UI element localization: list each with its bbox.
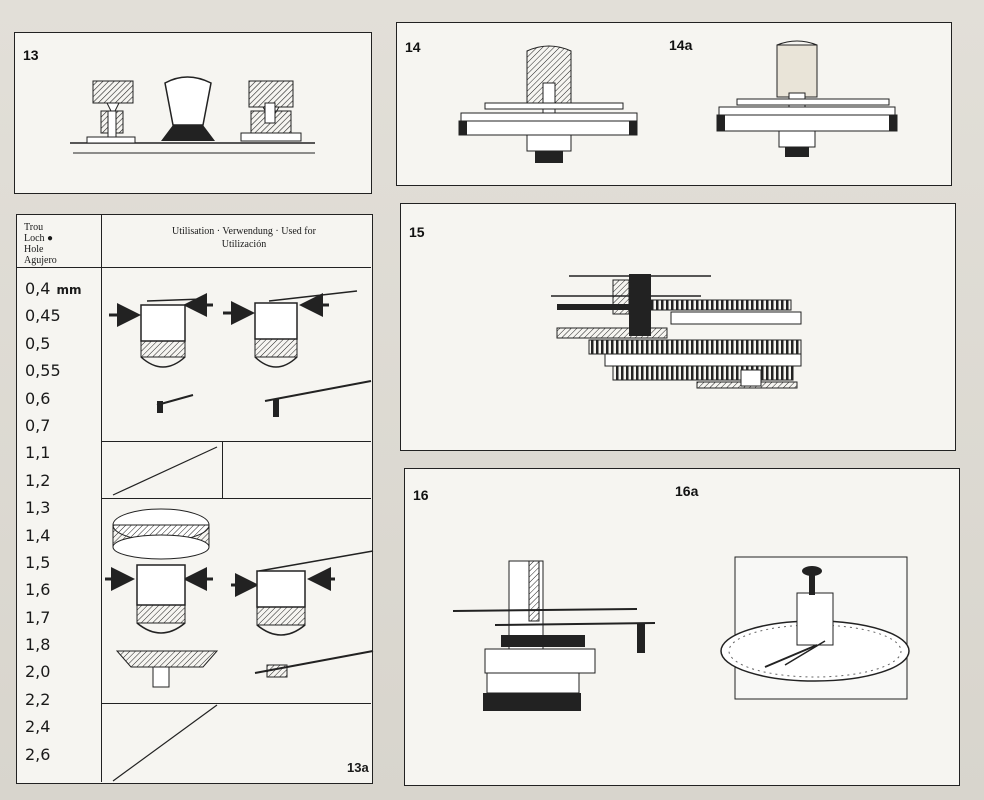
hole-size: 0,5: [25, 333, 51, 353]
size-unit: mm: [56, 283, 82, 297]
hole-size: 1,3: [25, 498, 51, 518]
table-header-hole: Trou Loch ● Hole Agujero: [24, 222, 57, 266]
table-divider: [17, 267, 371, 269]
row3-right-tool: [231, 550, 374, 678]
figure-16-illustration: [452, 556, 910, 711]
hole-size: 0,6: [25, 388, 51, 408]
hole-size: 1,5: [25, 552, 51, 572]
hole-size: 0,55: [25, 361, 61, 381]
figure-16-panel: 16 16a: [404, 468, 960, 786]
header-usage-line1: Utilisation · Verwendung · Used for: [172, 226, 316, 237]
figure-13-illustration: [70, 76, 315, 154]
figure-13-panel: 13: [14, 32, 372, 194]
hole-size: 0,7: [25, 415, 51, 435]
figure-15-label: 15: [409, 224, 425, 240]
row1-left-tool: [109, 293, 213, 413]
hole-size: 1,8: [25, 635, 51, 655]
figure-15-illustration: [551, 274, 802, 389]
header-hole-fr: Trou: [24, 222, 44, 233]
hole-size: 0,45: [25, 306, 61, 326]
hole-size: 2,6: [25, 744, 51, 764]
header-hole-de: Loch ●: [24, 233, 54, 244]
hole-size: 1,2: [25, 470, 51, 490]
figure-15-panel: 15: [400, 203, 956, 451]
figure-14-panel: 14 14a: [396, 22, 952, 186]
row1-right-tool: [223, 290, 372, 417]
hole-size: 1,7: [25, 607, 51, 627]
figure-14-label: 14: [405, 39, 421, 55]
hole-size: 2,2: [25, 689, 51, 709]
figure-16-label: 16: [413, 487, 429, 503]
hole-size: 1,6: [25, 580, 51, 600]
figure-14-illustration: [458, 40, 898, 163]
figure-13a-label: 13a: [347, 760, 369, 775]
table-header-usage: Utilisation · Verwendung · Used for Util…: [115, 225, 373, 251]
table-divider: [101, 703, 371, 705]
header-hole-en: Hole: [24, 244, 44, 255]
hole-size: 1,1: [25, 443, 51, 463]
table-divider: [101, 441, 371, 443]
hole-size: 2,0: [25, 662, 51, 682]
row3-left-tool: [105, 508, 219, 688]
table-13a-illustrations: [105, 290, 374, 782]
table-divider: [101, 498, 371, 500]
header-hole-es: Agujero: [24, 255, 57, 266]
figure-14a-label: 14a: [669, 37, 693, 53]
header-usage-line2: Utilización: [221, 239, 267, 250]
hole-size-table: Trou Loch ● Hole Agujero Utilisation · V…: [16, 214, 374, 784]
table-divider: [222, 441, 224, 498]
hole-size: 1,4: [25, 525, 51, 545]
figure-16a-label: 16a: [675, 483, 699, 499]
hole-size: 2,4: [25, 717, 51, 737]
figure-13-label: 13: [23, 47, 39, 63]
